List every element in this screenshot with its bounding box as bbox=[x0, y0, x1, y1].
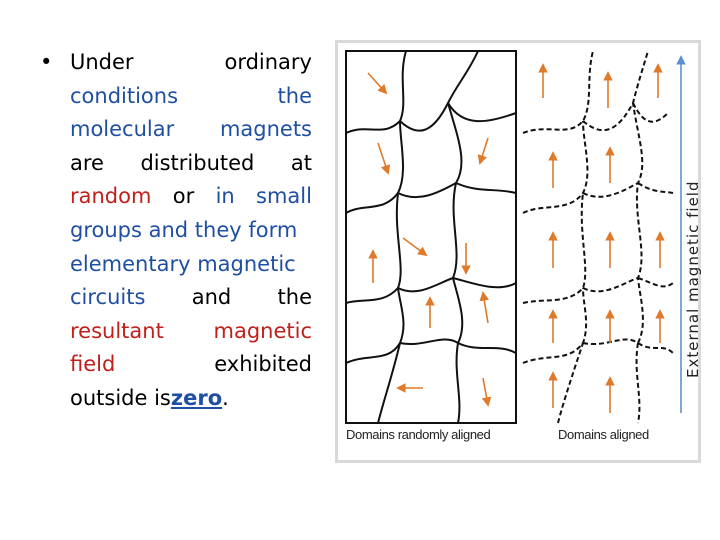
text-line-6: groups and they form bbox=[40, 214, 312, 248]
word: are bbox=[70, 150, 104, 175]
word: resultant bbox=[70, 318, 164, 343]
word: at bbox=[290, 150, 312, 175]
random-domain-walls bbox=[345, 50, 517, 424]
magnetic-domains-figure: Domains randomly aligned Domains aligned… bbox=[335, 40, 702, 463]
word: magnetic bbox=[213, 318, 313, 343]
text-line-1: Under ordinary bbox=[40, 46, 312, 80]
caption-aligned: Domains aligned bbox=[558, 427, 649, 442]
word: Under bbox=[70, 50, 134, 74]
word: in bbox=[215, 184, 235, 209]
text-line-10: field exhibited bbox=[40, 348, 312, 382]
text-line-7: elementary magnetic bbox=[40, 248, 312, 282]
word: conditions bbox=[70, 83, 179, 108]
word: small bbox=[256, 184, 312, 209]
word: and bbox=[191, 285, 232, 310]
bullet-text: • Under ordinary conditions the molecula… bbox=[40, 46, 312, 416]
domains-diagram bbox=[345, 50, 686, 424]
external-field-label: External magnetic field bbox=[684, 180, 702, 379]
bullet-glyph: • bbox=[40, 50, 53, 74]
word: exhibited bbox=[214, 352, 312, 377]
text-line-2: conditions the bbox=[40, 80, 312, 114]
text-line-11: outside is zero. bbox=[40, 382, 312, 416]
word: outside is bbox=[70, 385, 171, 410]
word: random bbox=[70, 184, 152, 209]
random-panel-frame bbox=[345, 50, 517, 424]
word: or bbox=[172, 184, 195, 209]
zero-emphasis: zero bbox=[170, 385, 223, 410]
word: distributed bbox=[140, 150, 255, 175]
word: molecular bbox=[70, 117, 175, 142]
text-line-9: resultant magnetic bbox=[40, 315, 312, 349]
word: elementary magnetic bbox=[70, 251, 296, 276]
random-domain-arrows bbox=[367, 72, 492, 407]
word: field bbox=[70, 352, 116, 377]
text-line-3: molecular magnets bbox=[40, 113, 312, 147]
aligned-domain-arrows bbox=[538, 63, 665, 413]
word: groups and they form bbox=[70, 217, 298, 242]
word: the bbox=[277, 83, 312, 108]
text-line-8: circuits and the bbox=[40, 281, 312, 315]
word: circuits bbox=[70, 285, 146, 310]
caption-random: Domains randomly aligned bbox=[346, 427, 491, 442]
word: ordinary bbox=[224, 50, 312, 74]
word: the bbox=[277, 285, 312, 310]
text-line-4: are distributed at bbox=[40, 147, 312, 181]
word: . bbox=[222, 385, 229, 410]
aligned-domain-walls bbox=[522, 50, 674, 424]
text-line-5: random or in small bbox=[40, 180, 312, 214]
word: magnets bbox=[219, 117, 312, 142]
